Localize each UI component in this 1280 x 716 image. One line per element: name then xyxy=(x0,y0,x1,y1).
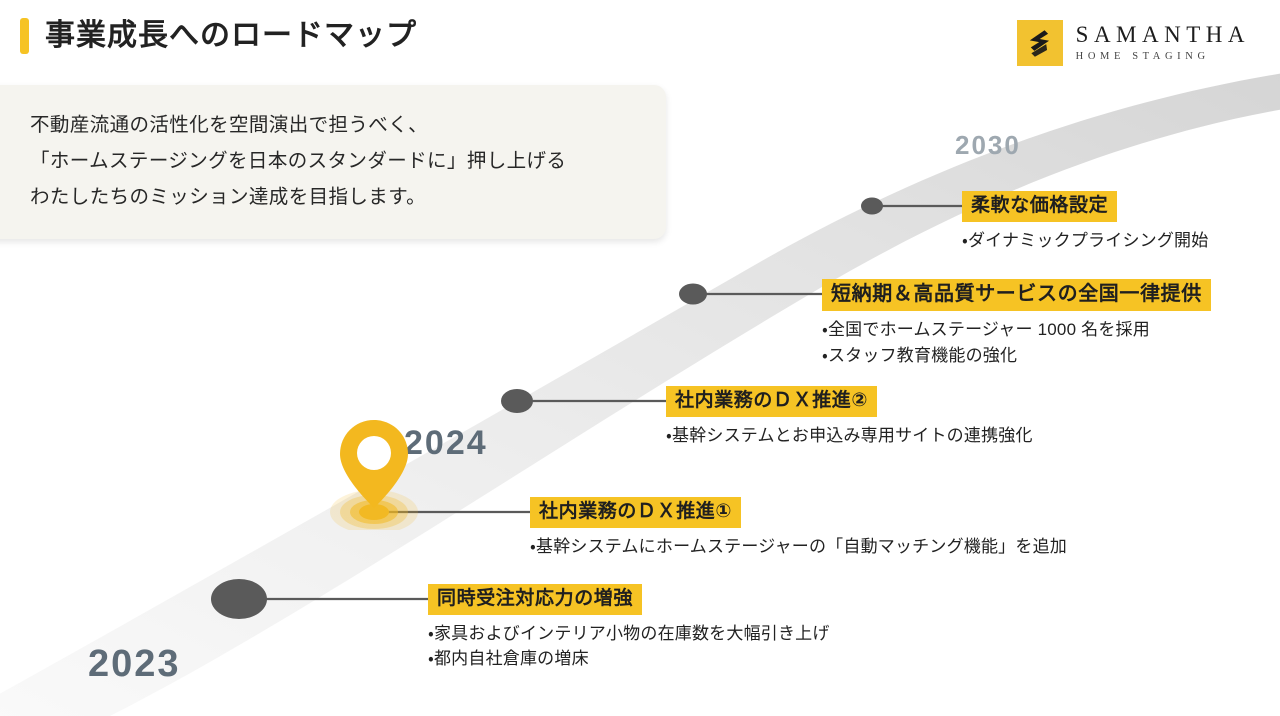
bullet: ・全国でホームステージャー 1000 名を採用 xyxy=(822,320,1150,339)
bullet: ・ダイナミックプライシング開始 xyxy=(962,230,1209,250)
milestone-label-4: 社内業務のＤＸ推進① xyxy=(530,497,742,528)
milestone-bullets-1: ・ダイナミックプライシング開始 xyxy=(962,228,1208,254)
year-label-2024: 2024 xyxy=(404,424,488,462)
samantha-s-monogram-icon xyxy=(1016,20,1063,66)
page-title-text: 事業成長へのロードマップ xyxy=(45,19,417,52)
mission-line-3: わたしたちのミッション達成を目指します。 xyxy=(30,186,427,209)
bullet: ・スタッフ教育機能の強化 xyxy=(822,345,1018,365)
milestone-block-1: 柔軟な価格設定 ・ダイナミックプライシング開始 xyxy=(962,191,1208,253)
milestone-block-3: 社内業務のＤＸ推進② ・基幹システムとお申込み専用サイトの連携強化 xyxy=(666,386,1033,448)
milestone-label-2: 短納期＆高品質サービスの全国一律提供 xyxy=(822,279,1211,311)
milestone-label-5: 同時受注対応力の増強 xyxy=(428,584,643,615)
brand-logo: SAMANTHA HOME STAGING xyxy=(1016,20,1250,66)
milestone-block-5: 同時受注対応力の増強 ・家具およびインテリア小物の在庫数を大幅引き上げ ・都内自… xyxy=(428,584,830,672)
milestone-block-4: 社内業務のＤＸ推進① ・基幹システムにホームステージャーの「自動マッチング機能」… xyxy=(530,497,1067,559)
brand-tagline: HOME STAGING xyxy=(1075,51,1210,63)
page-header: 事業成長へのロードマップ SAMANTHA HOME STAGING xyxy=(0,0,1280,84)
mission-statement-card: 不動産流通の活性化を空間演出で担うべく、 「ホームステージングを日本のスタンダー… xyxy=(0,85,666,240)
mission-line-2: 「ホームステージングを日本のスタンダードに」押し上げる xyxy=(30,150,567,173)
brand-name: SAMANTHA xyxy=(1075,22,1250,48)
year-label-2023: 2023 xyxy=(88,643,181,685)
mission-line-1: 不動産流通の活性化を空間演出で担うべく、 xyxy=(30,114,429,136)
milestone-bullets-2: ・全国でホームステージャー 1000 名を採用 ・スタッフ教育機能の強化 xyxy=(822,317,1211,368)
bullet: ・家具およびインテリア小物の在庫数を大幅引き上げ xyxy=(428,623,830,643)
milestone-bullets-5: ・家具およびインテリア小物の在庫数を大幅引き上げ ・都内自社倉庫の増床 xyxy=(428,621,830,672)
page-title: 事業成長へのロードマップ xyxy=(20,18,417,54)
milestone-label-1: 柔軟な価格設定 xyxy=(962,191,1118,222)
milestone-label-3: 社内業務のＤＸ推進② xyxy=(666,386,878,417)
milestone-bullets-3: ・基幹システムとお申込み専用サイトの連携強化 xyxy=(666,423,1033,449)
brand-wordmark: SAMANTHA HOME STAGING xyxy=(1076,23,1250,63)
milestone-block-2: 短納期＆高品質サービスの全国一律提供 ・全国でホームステージャー 1000 名を… xyxy=(822,279,1211,368)
bullet: ・基幹システムとお申込み専用サイトの連携強化 xyxy=(666,425,1033,445)
bullet: ・都内自社倉庫の増床 xyxy=(428,649,589,669)
title-accent-bar xyxy=(20,18,29,54)
current-position-pin-icon xyxy=(330,420,418,530)
bullet: ・基幹システムにホームステージャーの「自動マッチング機能」を追加 xyxy=(530,536,1067,556)
milestone-bullets-4: ・基幹システムにホームステージャーの「自動マッチング機能」を追加 xyxy=(530,534,1067,560)
year-label-2030: 2030 xyxy=(955,130,1021,160)
